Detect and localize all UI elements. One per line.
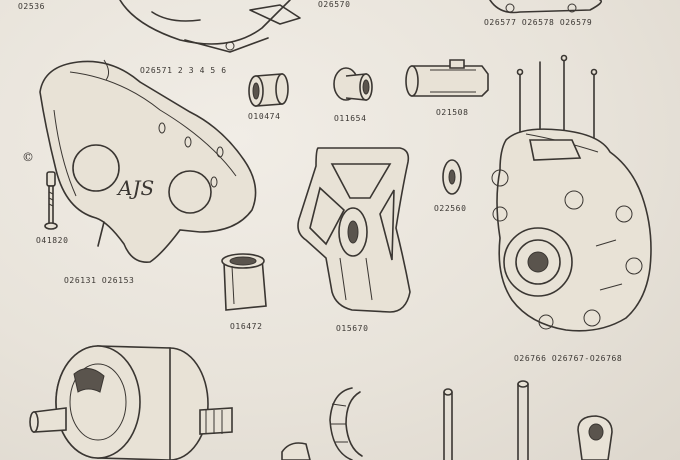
washer-part (442, 159, 462, 195)
part-number-label: O26571 2 3 4 5 6 (140, 66, 227, 75)
bush-part-2 (333, 67, 373, 101)
part-number-label: O15670 (336, 324, 369, 333)
top-right-part (489, 0, 603, 14)
flywheel-assembly-part (29, 345, 233, 460)
engine-plate-part (297, 147, 411, 313)
part-number-label: O11654 (334, 114, 367, 123)
part-number-label: O26766 O26767-O26768 (514, 354, 623, 363)
part-number-label: O16472 (230, 322, 263, 331)
top-housing-part (119, 0, 301, 53)
bush-part-1 (248, 73, 289, 107)
gudgeon-pin-part (405, 59, 489, 97)
chaincase-cover-part (39, 59, 257, 263)
part-number-label: O26570 (318, 0, 351, 9)
ajs-logo: AJS (118, 176, 155, 200)
sleeve-part (221, 253, 267, 311)
part-number-label: O10474 (248, 112, 281, 121)
crankcase-part (491, 54, 652, 332)
part-number-label: O26577 O26578 O26579 (484, 18, 593, 27)
part-number-label: O41820 (36, 236, 69, 245)
copyright-mark: © (22, 150, 34, 164)
part-number-label: O2536 (18, 2, 46, 11)
part-number-label: O22560 (434, 204, 467, 213)
part-number-label: O21508 (436, 108, 469, 117)
part-number-label: O26131 O26153 (64, 276, 135, 285)
bottom-parts (281, 380, 613, 460)
bolt-part (44, 171, 58, 230)
